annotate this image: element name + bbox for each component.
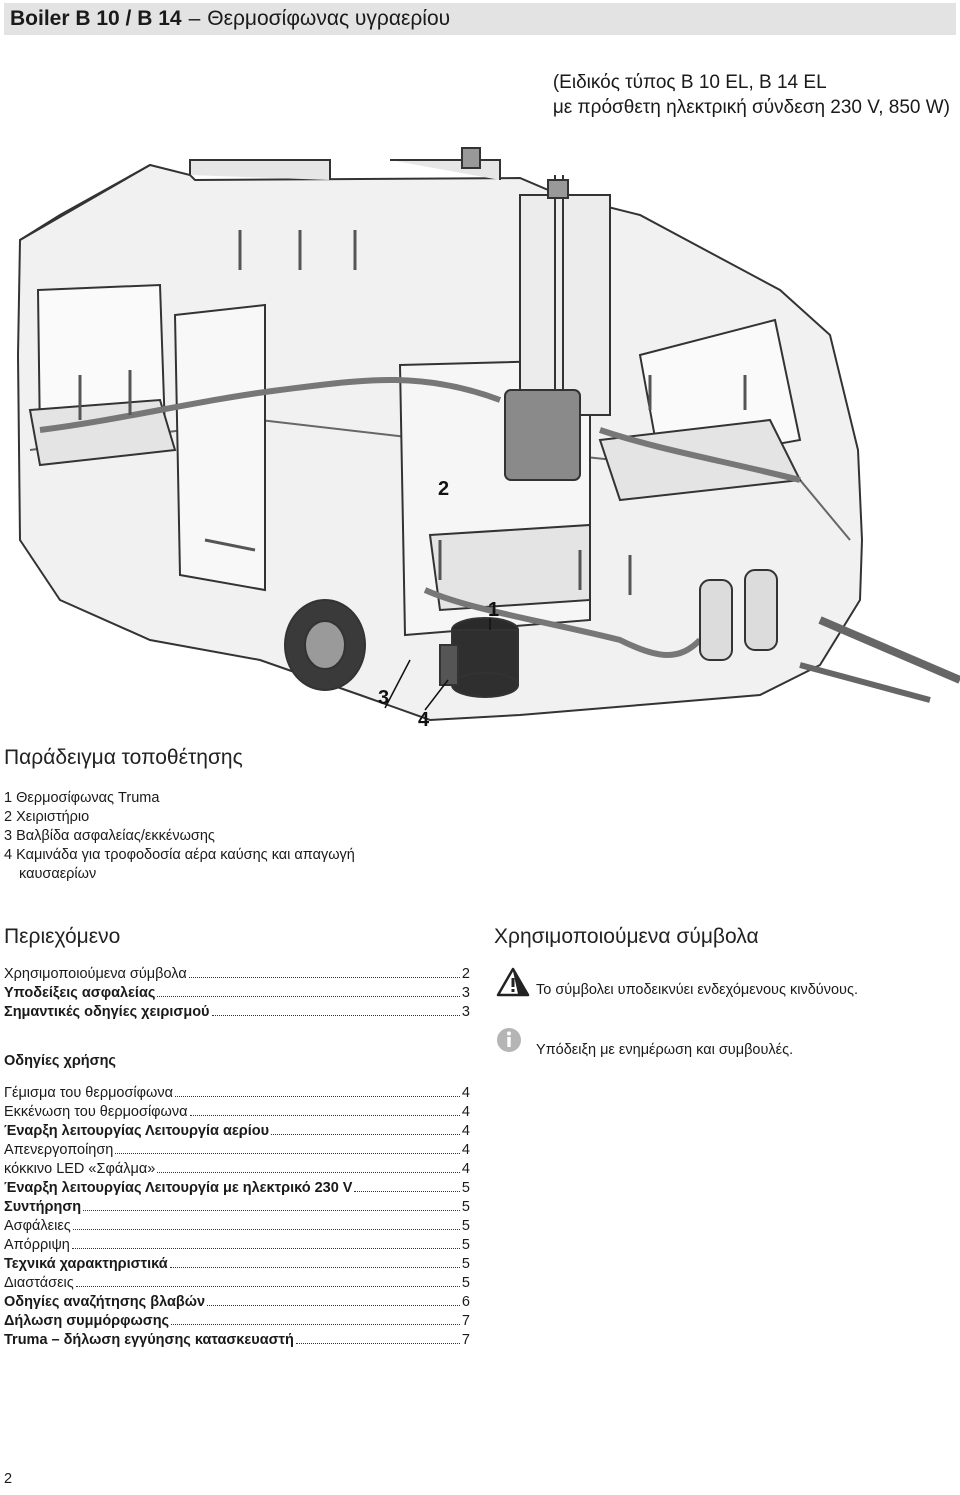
toc-entry-page: 6: [461, 1294, 470, 1310]
toc-entry-page: 3: [461, 985, 470, 1001]
toc-entry-label: Ασφάλειες: [4, 1218, 71, 1234]
toc-entry-page: 7: [461, 1332, 470, 1348]
toc-entry-label: Έναρξη λειτουργίας Λειτουργία με ηλεκτρι…: [4, 1180, 353, 1196]
toc-entry: κόκκινο LED «Σφάλμα» 4: [4, 1160, 470, 1179]
page-number: 2: [4, 1471, 13, 1487]
toc-entry-page: 5: [461, 1218, 470, 1234]
symbols-heading: Χρησιμοποιούμενα σύμβολα: [494, 925, 759, 948]
toc-entry: Έναρξη λειτουργίας Λειτουργία με ηλεκτρι…: [4, 1179, 470, 1198]
toc-entry-page: 3: [461, 1004, 470, 1020]
callout-2: 2: [438, 478, 449, 500]
toc-leader-dots: [115, 1141, 460, 1154]
info-symbol-text: Υπόδειξη με ενημέρωση και συμβουλές.: [536, 1042, 794, 1058]
toc-entry-page: 5: [461, 1237, 470, 1253]
toc-entry-label: Υποδείξεις ασφαλείας: [4, 985, 156, 1001]
toc-entry-label: Απόρριψη: [4, 1237, 70, 1253]
toc-leader-dots: [71, 1236, 460, 1249]
toc-entry-label: Χρησιμοποιούμενα σύμβολα: [4, 966, 187, 982]
toc-leader-dots: [295, 1331, 460, 1344]
installation-legend: 1 Θερμοσίφωνας Truma 2 Χειριστήριο 3 Βαλ…: [4, 789, 355, 884]
title-separator: –: [188, 7, 201, 30]
toc-entry: Χρησιμοποιούμενα σύμβολα 2: [4, 965, 470, 984]
toc-entry-label: Τεχνικά χαρακτηριστικά: [4, 1256, 168, 1272]
model-note-line2: με πρόσθετη ηλεκτρική σύνδεση 230 V, 850…: [552, 97, 950, 118]
toc-leader-dots: [171, 1312, 460, 1325]
usage-subheading: Οδηγίες χρήσης: [4, 1053, 116, 1069]
warning-symbol-row: Το σύμβολει υποδεικνύει ενδεχόμενους κιν…: [496, 966, 858, 998]
toc-entry-page: 4: [461, 1142, 470, 1158]
toc-entry-label: κόκκινο LED «Σφάλμα»: [4, 1161, 156, 1177]
toc-leader-dots: [83, 1198, 460, 1211]
legend-item: 3 Βαλβίδα ασφαλείας/εκκένωσης: [4, 828, 215, 844]
toc-entry-page: 2: [461, 966, 470, 982]
toc-entry: Απενεργοποίηση 4: [4, 1141, 470, 1160]
legend-item-continuation: καυσαερίων: [19, 866, 97, 882]
toc-entry-page: 4: [461, 1123, 470, 1139]
toc-leader-dots: [188, 965, 460, 978]
toc-entry-label: Εκκένωση του θερμοσίφωνα: [4, 1104, 188, 1120]
callout-1: 1: [488, 599, 499, 621]
toc-leader-dots: [211, 1003, 460, 1016]
toc-entry: Έναρξη λειτουργίας Λειτουργία αερίου 4: [4, 1122, 470, 1141]
toc-entry-page: 5: [461, 1275, 470, 1291]
toc-leader-dots: [175, 1084, 460, 1097]
toc-entry: Ασφάλειες 5: [4, 1217, 470, 1236]
warning-symbol-text: Το σύμβολει υποδεικνύει ενδεχόμενους κιν…: [536, 982, 858, 998]
toc-entry-page: 4: [461, 1104, 470, 1120]
toc-entry-label: Δήλωση συμμόρφωσης: [4, 1313, 170, 1329]
toc-leader-dots: [157, 984, 460, 997]
toc-entry-page: 5: [461, 1256, 470, 1272]
toc-entry-label: Διαστάσεις: [4, 1275, 74, 1291]
legend-item: 4 Καμινάδα για τροφοδοσία αέρα καύσης κα…: [4, 847, 355, 863]
toc-entry: Διαστάσεις 5: [4, 1274, 470, 1293]
toc-entry: Απόρριψη 5: [4, 1236, 470, 1255]
toc-entry-label: Γέμισμα του θερμοσίφωνα: [4, 1085, 174, 1101]
toc-entry-label: Συντήρηση: [4, 1199, 82, 1215]
warning-triangle-icon: [496, 967, 536, 997]
toc-entry-label: Έναρξη λειτουργίας Λειτουργία αερίου: [4, 1123, 270, 1139]
toc-entry: Οδηγίες αναζήτησης βλαβών 6: [4, 1293, 470, 1312]
toc-entry-label: Απενεργοποίηση: [4, 1142, 114, 1158]
toc-entry: Υποδείξεις ασφαλείας 3: [4, 984, 470, 1003]
caravan-cutaway-illustration: 1 2 3 4: [16, 147, 960, 731]
legend-item: 2 Χειριστήριο: [4, 809, 90, 825]
toc-entry-page: 7: [461, 1313, 470, 1329]
toc-leader-dots: [271, 1122, 460, 1135]
info-circle-icon: [496, 1027, 536, 1053]
installation-heading: Παράδειγμα τοποθέτησης: [4, 746, 243, 769]
toc-entry-label: Οδηγίες αναζήτησης βλαβών: [4, 1294, 206, 1310]
toc-leader-dots: [75, 1274, 460, 1287]
callout-4: 4: [418, 709, 430, 731]
toc-entry: Εκκένωση του θερμοσίφωνα 4: [4, 1103, 470, 1122]
toc-entry-page: 5: [461, 1199, 470, 1215]
contents-heading: Περιεχόμενο: [4, 925, 121, 948]
toc-entry-page: 4: [461, 1085, 470, 1101]
toc-entry: Τεχνικά χαρακτηριστικά 5: [4, 1255, 470, 1274]
product-title: Boiler B 10 / B 14: [10, 7, 182, 30]
toc-entry: Truma – δήλωση εγγύησης κατασκευαστή 7: [4, 1331, 470, 1350]
toc-leader-dots: [354, 1179, 460, 1192]
toc-leader-dots: [189, 1103, 460, 1116]
toc-leader-dots: [72, 1217, 460, 1230]
toc-entry-page: 5: [461, 1180, 470, 1196]
toc-entry-label: Σημαντικές οδηγίες χειρισμού: [4, 1004, 210, 1020]
toc-entry: Δήλωση συμμόρφωσης 7: [4, 1312, 470, 1331]
toc-entry: Σημαντικές οδηγίες χειρισμού 3: [4, 1003, 470, 1022]
toc-leader-dots: [169, 1255, 460, 1268]
title-bar: Boiler B 10 / B 14 – Θερμοσίφωνας υγραερ…: [4, 3, 956, 35]
info-symbol-row: Υπόδειξη με ενημέρωση και συμβουλές.: [496, 1022, 793, 1058]
callout-3: 3: [378, 687, 389, 709]
product-subtitle: Θερμοσίφωνας υγραερίου: [207, 7, 451, 30]
model-note: (Ειδικός τύπος B 10 EL, B 14 EL με πρόσθ…: [553, 70, 950, 120]
toc-entry-label: Truma – δήλωση εγγύησης κατασκευαστή: [4, 1332, 294, 1348]
toc-leader-dots: [207, 1293, 460, 1306]
toc-entry: Συντήρηση 5: [4, 1198, 470, 1217]
model-note-line1: (Ειδικός τύπος B 10 EL, B 14 EL: [552, 72, 827, 93]
toc-leader-dots: [157, 1160, 460, 1173]
toc-entry-page: 4: [461, 1161, 470, 1177]
toc-entry: Γέμισμα του θερμοσίφωνα 4: [4, 1084, 470, 1103]
legend-item: 1 Θερμοσίφωνας Truma: [4, 790, 160, 806]
